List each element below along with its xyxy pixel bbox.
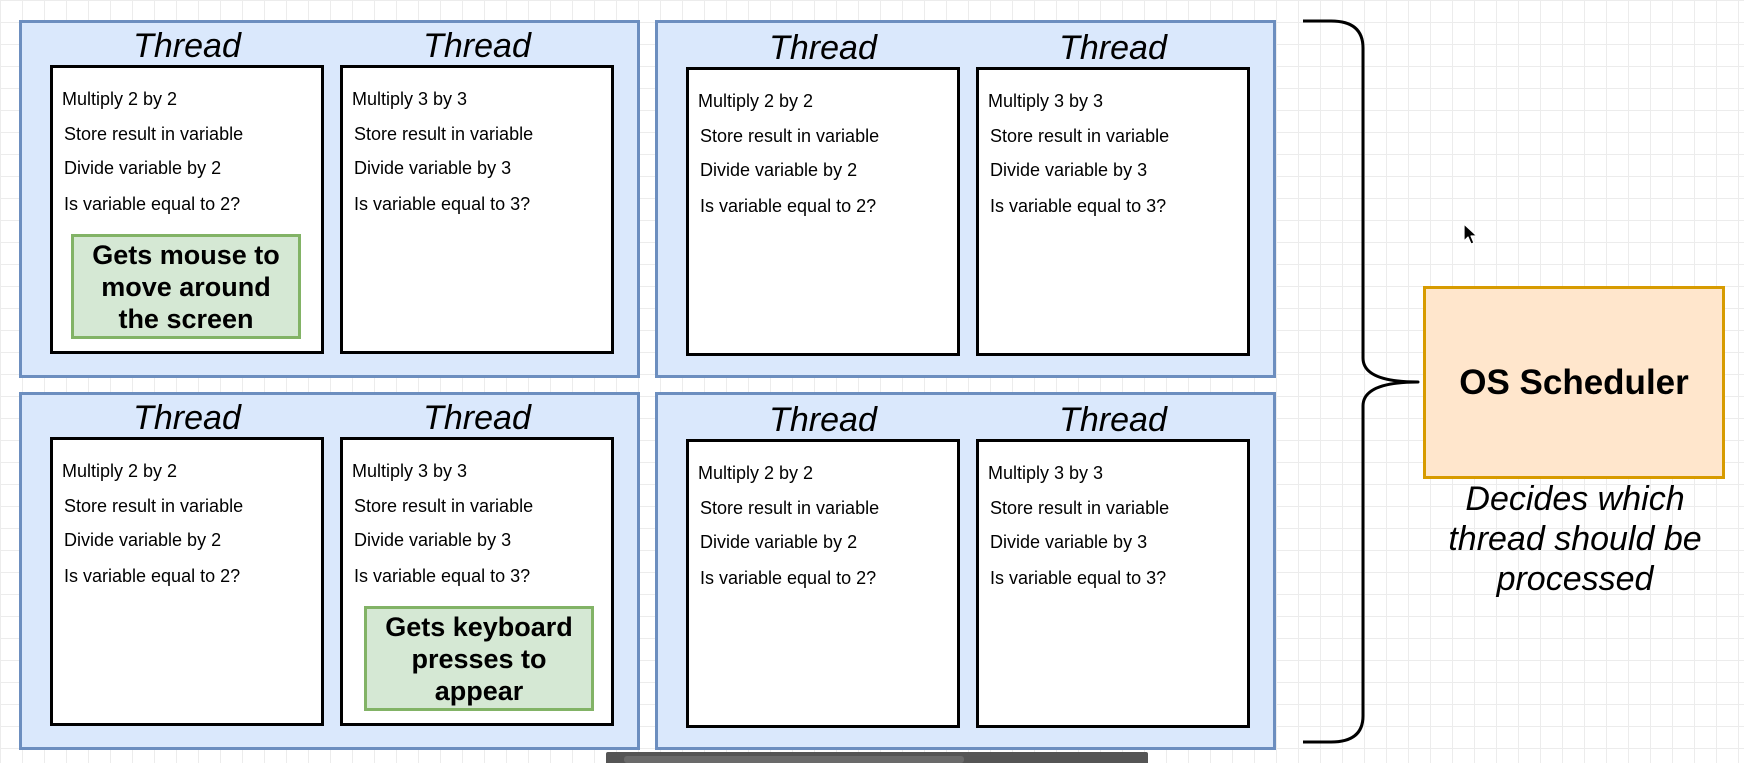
mouse-pointer-icon [1463,223,1478,245]
instruction-line: Is variable equal to 3? [354,566,531,586]
instruction-line: Store result in variable [700,126,880,146]
process-box: Thread Multiply 2 by 2 Store result in v… [19,20,640,378]
thread-label: Thread [133,399,241,437]
instruction-line: Store result in variable [990,126,1170,146]
instruction-line: Is variable equal to 3? [354,194,531,214]
thread-instructions-box: Multiply 2 by 2 Store result in variable… [50,65,324,354]
thread-note: Gets keyboard presses to appear [364,606,594,711]
instruction-line: Is variable equal to 3? [990,196,1167,216]
thread-instructions-box: Multiply 3 by 3 Store result in variable… [976,67,1250,356]
instruction-line: Is variable equal to 2? [700,568,877,588]
instruction-line: Is variable equal to 2? [700,196,877,216]
os-scheduler-label: OS Scheduler [1459,362,1689,402]
instruction-line: Store result in variable [700,498,880,518]
process-box: Thread Multiply 2 by 2 Store result in v… [655,392,1276,750]
instruction-line: Multiply 2 by 2 [698,91,814,111]
instruction-line: Store result in variable [64,496,244,516]
process-box: Thread Multiply 2 by 2 Store result in v… [655,20,1276,378]
thread-note: Gets mouse to move around the screen [71,234,301,339]
thread-label: Thread [423,27,531,65]
instruction-line: Store result in variable [354,496,534,516]
instruction-line: Multiply 3 by 3 [352,461,468,481]
instruction-line: Is variable equal to 2? [64,194,241,214]
thread-instructions-box: Multiply 2 by 2 Store result in variable… [50,437,324,726]
thread-label: Thread [769,401,877,439]
scheduler-caption: Decides which thread should be processed [1448,480,1702,598]
thread-instructions-box: Multiply 3 by 3 Store result in variable… [340,437,614,726]
instruction-line: Divide variable by 3 [354,158,512,178]
instruction-line: Store result in variable [354,124,534,144]
os-scheduler-box: OS Scheduler [1423,286,1725,479]
scrollbar-thumb[interactable] [624,756,964,763]
thread-label: Thread [1059,29,1167,67]
instruction-line: Divide variable by 2 [700,532,858,552]
instruction-line: Multiply 3 by 3 [988,91,1104,111]
thread-instructions-box: Multiply 3 by 3 Store result in variable… [340,65,614,354]
process-box: Thread Multiply 2 by 2 Store result in v… [19,392,640,750]
instruction-line: Multiply 3 by 3 [352,89,468,109]
thread-instructions-box: Multiply 2 by 2 Store result in variable… [686,439,960,728]
instruction-line: Store result in variable [64,124,244,144]
thread-label: Thread [423,399,531,437]
horizontal-scrollbar[interactable] [606,752,1148,763]
instruction-line: Is variable equal to 2? [64,566,241,586]
right-curly-brace-icon [1303,19,1420,744]
thread-label: Thread [769,29,877,67]
instruction-line: Divide variable by 3 [990,160,1148,180]
thread-instructions-box: Multiply 2 by 2 Store result in variable… [686,67,960,356]
instruction-line: Store result in variable [990,498,1170,518]
instruction-line: Divide variable by 2 [700,160,858,180]
instruction-line: Is variable equal to 3? [990,568,1167,588]
instruction-line: Divide variable by 3 [990,532,1148,552]
thread-label: Thread [133,27,241,65]
instruction-line: Multiply 2 by 2 [62,89,178,109]
thread-instructions-box: Multiply 3 by 3 Store result in variable… [976,439,1250,728]
instruction-line: Multiply 2 by 2 [698,463,814,483]
instruction-line: Divide variable by 2 [64,530,222,550]
instruction-line: Multiply 3 by 3 [988,463,1104,483]
instruction-line: Divide variable by 3 [354,530,512,550]
instruction-line: Divide variable by 2 [64,158,222,178]
instruction-line: Multiply 2 by 2 [62,461,178,481]
thread-label: Thread [1059,401,1167,439]
